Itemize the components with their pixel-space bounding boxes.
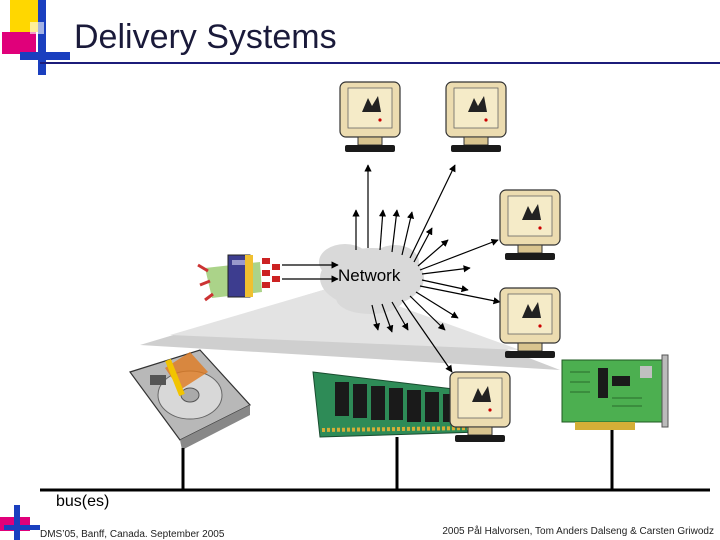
network-label: Network [338,266,401,285]
footer-left-text: DMS’05, Banff, Canada. September 2005 [40,529,225,540]
client-monitor-icon [499,189,561,261]
page-title: Delivery Systems [74,18,337,56]
network-arrows [352,164,501,373]
hard-disk-icon [129,349,251,450]
footer-right-text: 2005 Pål Halvorsen, Tom Anders Dalseng &… [442,526,714,537]
slide-corner-decoration-bottom [0,505,40,540]
client-monitor-icon [339,81,401,153]
network-cloud [319,244,424,314]
bus-label: bus(es) [56,493,110,510]
server-icon [197,254,280,302]
network-card-icon [561,354,669,430]
client-monitor-icon [445,81,507,153]
system-bus [40,430,710,492]
slide-corner-decoration [2,0,70,75]
title-underline [40,62,720,64]
